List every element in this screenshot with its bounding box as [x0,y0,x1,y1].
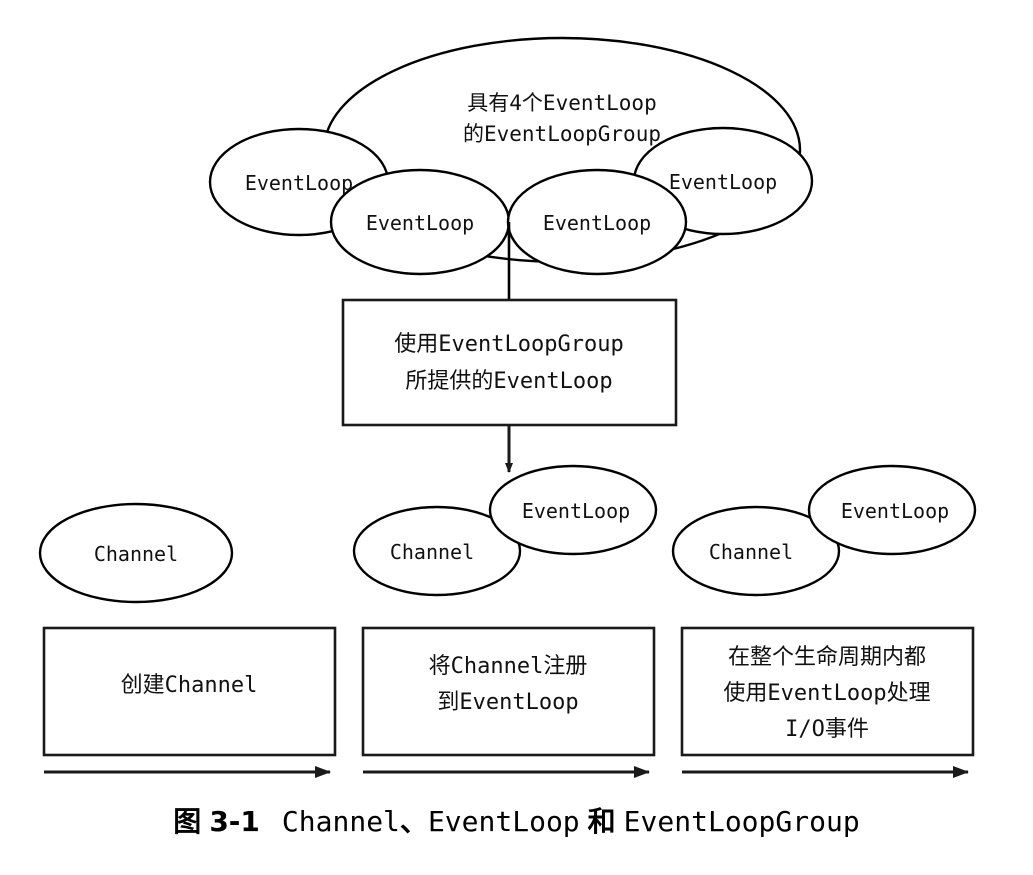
stage-3-box [680,626,975,757]
stage-2-box-line1: 将Channel注册 [429,654,588,679]
stage-3-box-line2: 使用EventLoop处理 [723,681,930,706]
stage-3-group: Channel EventLoop 在整个生命周期内都 使用EventLoop处… [671,464,977,778]
stage-2-box [361,626,656,757]
group-title-line1: 具有4个EventLoop [467,91,656,115]
stage-3-event-loop-label: EventLoop [841,499,949,523]
stage-3-channel-ellipse[interactable] [671,505,841,597]
middle-box-line2: 所提供的EventLoop [405,369,612,394]
event-loop-label-3: EventLoop [543,211,651,235]
stage-1-box-line1: 创建Channel [121,673,258,698]
stage-2-event-loop-ellipse[interactable] [488,464,658,556]
event-loop-group-cloud: 具有4个EventLoop 的EventLoopGroup EventLoop … [208,36,814,276]
middle-box-line1: 使用EventLoopGroup [394,332,623,357]
stage-1-box [42,626,337,757]
stage-3-channel-label: Channel [709,540,793,564]
caption-number: 3-1 [209,805,260,838]
stage-1-group: Channel 创建Channel [38,502,337,778]
stage-2-box-line2: 到EventLoop [437,690,578,715]
stage-3-box-line3: I/O事件 [785,717,869,742]
event-loop-label-4: EventLoop [669,170,777,194]
group-title-line2: 的EventLoopGroup [463,122,661,146]
stage-3-box-line1: 在整个生命周期内都 [728,645,926,670]
caption-conjunction: 和 [587,805,616,838]
middle-box-outline [341,298,678,427]
stage-1-channel-label: Channel [94,542,178,566]
stage-2-channel-label: Channel [390,540,474,564]
caption-term-channel: Channel [281,805,400,838]
stage-1-channel-ellipse[interactable] [38,502,234,604]
caption-separator: 、 [399,805,428,838]
stage-2-group: Channel EventLoop 将Channel注册 到EventLoop [352,464,658,778]
stage-2-channel-ellipse[interactable] [352,505,522,597]
caption-term-eventloopgroup: EventLoopGroup [623,805,860,838]
caption-term-eventloop: EventLoop [427,805,580,838]
middle-box: 使用EventLoopGroup 所提供的EventLoop [341,298,678,427]
event-loop-label-2: EventLoop [366,211,474,235]
stage-2-event-loop-label: EventLoop [522,499,630,523]
caption-prefix: 图 [173,805,202,838]
event-loop-label-1: EventLoop [245,171,353,195]
stage-3-event-loop-ellipse[interactable] [807,464,977,556]
